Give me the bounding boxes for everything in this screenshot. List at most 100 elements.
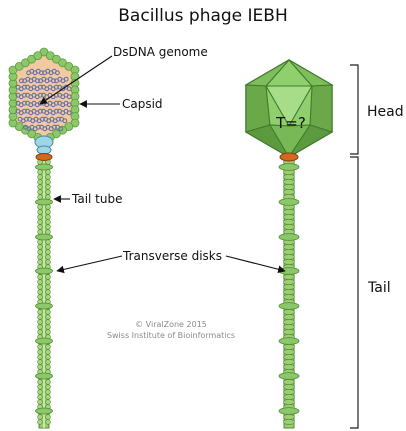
tail-ring	[283, 184, 295, 190]
credit-line-2: Swiss Institute of Bioinformatics	[107, 331, 235, 340]
tail-subunit	[37, 359, 43, 365]
dna-coil	[39, 70, 44, 76]
capsid-bead	[33, 51, 43, 60]
dna-coil	[66, 94, 72, 100]
tail-subunit	[37, 414, 43, 420]
transverse-disk	[278, 233, 300, 241]
tail-ring	[283, 279, 295, 285]
transverse-disk	[278, 372, 300, 380]
tail-subunit	[37, 244, 43, 250]
tail-subunit	[45, 294, 51, 300]
tail-subunit	[45, 174, 51, 180]
tail-subunit	[45, 274, 51, 280]
tail-subunit	[37, 344, 43, 350]
tail-ring	[283, 359, 295, 365]
disks-arrow-left	[56, 255, 123, 274]
transverse-disk	[35, 407, 53, 415]
tail-ring	[283, 294, 295, 300]
tail-subunit	[37, 314, 43, 320]
tail-ring	[283, 379, 295, 385]
dna-coil	[54, 108, 59, 114]
dna-coil	[19, 78, 24, 84]
tail-subunit	[45, 179, 51, 185]
tail-ring	[283, 309, 295, 315]
dna-coil	[52, 124, 57, 130]
tail-subunit	[45, 279, 51, 285]
tail-subunit	[45, 354, 51, 360]
tail-ring	[283, 329, 295, 335]
tail-subunit	[37, 394, 43, 400]
tail-subunit	[37, 399, 43, 405]
capsid-label: Capsid	[122, 97, 163, 111]
tail-bracket	[350, 156, 359, 429]
tail-subunit	[45, 384, 51, 390]
head-bracket	[350, 64, 359, 155]
tail-subunit	[37, 279, 43, 285]
tail-ring	[283, 244, 295, 250]
dna-coil	[22, 100, 27, 106]
tail-ring	[283, 274, 295, 280]
tail-subunit	[37, 224, 43, 230]
tail-subunit	[45, 284, 51, 290]
dna-coil	[54, 84, 59, 90]
tail-subunit	[45, 324, 51, 330]
tail-subunit	[45, 359, 51, 365]
tail-subunit	[37, 349, 43, 355]
tail-ring	[283, 344, 295, 350]
credit-line-1: © ViralZone 2015	[135, 320, 207, 329]
transverse-disk	[35, 233, 53, 241]
transverse-disk	[35, 163, 53, 171]
tail-ring	[283, 364, 295, 370]
tail-subunit	[45, 184, 51, 190]
tail-subunit	[45, 189, 51, 195]
tail-subunit	[45, 319, 51, 325]
tail-subunit	[37, 174, 43, 180]
tail-subunit	[37, 254, 43, 260]
tail-subunit	[37, 259, 43, 265]
tail-ring	[283, 389, 295, 395]
dna-coil	[51, 78, 56, 84]
tail-subunit	[45, 254, 51, 260]
tail-ring	[283, 174, 295, 180]
tail-subunit	[37, 324, 43, 330]
tail-subunit	[37, 219, 43, 225]
tail-ring	[283, 214, 295, 220]
tail-ring	[283, 224, 295, 230]
dna-coil	[66, 86, 72, 92]
tail-subunit	[37, 354, 43, 360]
tail-subunit	[37, 384, 43, 390]
capsid-protein-beads	[8, 47, 80, 146]
dna-coil	[22, 92, 27, 98]
tail-subunit	[45, 394, 51, 400]
diagram-title: Bacillus phage IEBH	[118, 6, 287, 26]
dna-coil	[40, 116, 45, 122]
portal-complex	[34, 135, 54, 161]
tail-subunit	[37, 249, 43, 255]
dna-coil	[22, 84, 27, 90]
tail-subunit	[45, 244, 51, 250]
transverse-disks-label: Transverse disks	[122, 249, 222, 263]
dna-coil	[38, 108, 43, 114]
triangulation-number: T=?	[275, 114, 306, 132]
tail-ring	[283, 189, 295, 195]
transverse-disk	[278, 198, 300, 206]
tail-subunit	[37, 389, 43, 395]
phage-exterior: T=?	[244, 59, 334, 429]
transverse-disk	[35, 302, 53, 310]
dna-coil	[54, 100, 59, 106]
tail-subunit	[45, 259, 51, 265]
dna-coil	[24, 116, 29, 122]
genome-arrow	[39, 55, 113, 105]
dna-coil	[22, 108, 27, 114]
tail-subunit	[37, 274, 43, 280]
transverse-disks-left	[35, 163, 53, 415]
tail-subunit	[45, 364, 51, 370]
tail-ring	[283, 179, 295, 185]
transverse-disk	[35, 337, 53, 345]
tail-tube-label: Tail tube	[71, 192, 123, 206]
tail-ring	[283, 209, 295, 215]
tail-subunit	[37, 379, 43, 385]
dna-coil	[66, 110, 72, 116]
